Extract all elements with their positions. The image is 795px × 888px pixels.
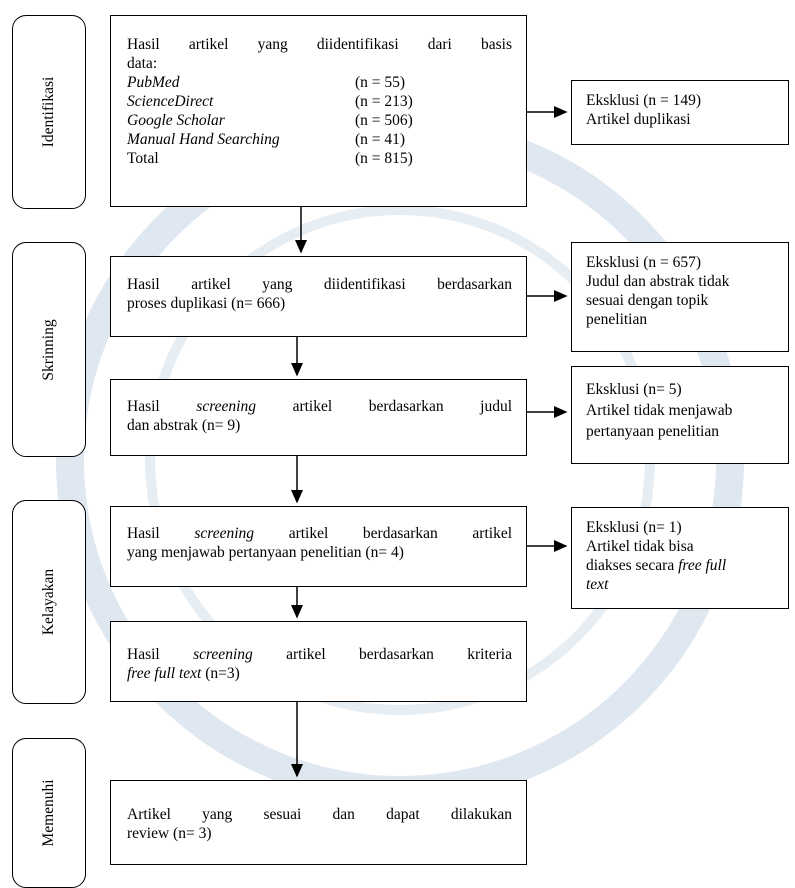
- exclusion-4-prefix: diakses secara: [586, 557, 675, 574]
- final-text-1: Artikel yang sesuai dan dapat dilakukan: [127, 806, 512, 823]
- eligibility-prefix: Hasil: [127, 525, 160, 542]
- identification-box: Hasil artikel yang diidentifikasi dari b…: [110, 15, 527, 207]
- dedup-box: Hasil artikel yang diidentifikasi berdas…: [110, 256, 527, 337]
- source-name: Manual Hand Searching: [127, 131, 280, 148]
- eligibility-text-1: Hasil screening artikel berdasarkan arti…: [127, 524, 512, 543]
- free-italic-2: free full text: [127, 665, 202, 682]
- source-row: Manual Hand Searching (n = 41): [127, 130, 512, 149]
- exclusion-4-reason: Artikel tidak bisa: [586, 538, 694, 555]
- stage-kelayakan-label: Kelayakan: [40, 568, 57, 636]
- total-count: (n = 815): [355, 150, 413, 167]
- exclusion-4-reason-3: text: [586, 575, 778, 594]
- stage-skrining-label: Skrinning: [40, 318, 57, 381]
- eligibility-box: Hasil screening artikel berdasarkan arti…: [110, 506, 527, 587]
- exclusion-3-reason-2: pertanyaan penelitian: [586, 423, 719, 440]
- exclusion-box-3: Eksklusi (n= 5) Artikel tidak menjawab p…: [571, 366, 789, 464]
- stage-identifikasi: Identifikasi: [12, 15, 86, 209]
- exclusion-box-2: Eksklusi (n = 657) Judul dan abstrak tid…: [571, 242, 789, 352]
- exclusion-4-italic: free full: [678, 557, 727, 574]
- source-name: PubMed: [127, 74, 180, 91]
- final-box: Artikel yang sesuai dan dapat dilakukan …: [110, 780, 527, 865]
- exclusion-1-reason: Artikel duplikasi: [586, 111, 691, 128]
- exclusion-box-1: Eksklusi (n = 149) Artikel duplikasi: [571, 80, 789, 145]
- screening-box: Hasil screening artikel berdasarkan judu…: [110, 379, 527, 456]
- exclusion-4-title: Eksklusi (n= 1): [586, 519, 682, 536]
- free-full-text-box: Hasil screening artikel berdasarkan krit…: [110, 621, 527, 702]
- identification-heading-2: data:: [127, 55, 158, 72]
- source-count: (n = 213): [355, 93, 413, 110]
- stage-skrining: Skrinning: [12, 242, 86, 457]
- screening-text-2: dan abstrak (n= 9): [127, 417, 241, 434]
- eligibility-text-2: yang menjawab pertanyaan penelitian (n= …: [127, 544, 404, 561]
- exclusion-1-title: Eksklusi (n = 149): [586, 92, 702, 109]
- screening-italic: screening: [196, 398, 256, 415]
- free-rest-2: (n=3): [205, 665, 240, 682]
- dedup-text-2: proses duplikasi (n= 666): [127, 295, 286, 312]
- exclusion-3-title: Eksklusi (n= 5): [586, 381, 682, 398]
- exclusion-4-reason-2: diakses secara free full: [586, 556, 778, 575]
- exclusion-2-reason: Judul dan abstrak tidak: [586, 273, 730, 290]
- total-label: Total: [127, 150, 159, 167]
- source-count: (n = 506): [355, 112, 413, 129]
- screening-prefix: Hasil: [127, 398, 160, 415]
- source-row: ScienceDirect (n = 213): [127, 92, 512, 111]
- identification-heading: Hasil artikel yang diidentifikasi dari b…: [127, 36, 512, 53]
- source-row: Google Scholar (n = 506): [127, 111, 512, 130]
- source-name: ScienceDirect: [127, 93, 214, 110]
- exclusion-2-reason-2: sesuai dengan topik: [586, 292, 709, 309]
- eligibility-italic: screening: [194, 525, 255, 542]
- free-rest: artikel berdasarkan kriteria: [286, 646, 512, 663]
- exclusion-2-title: Eksklusi (n = 657): [586, 254, 702, 271]
- source-count: (n = 41): [355, 131, 406, 148]
- source-row: PubMed (n = 55): [127, 73, 512, 92]
- free-prefix: Hasil: [127, 646, 160, 663]
- stage-identifikasi-label: Identifikasi: [40, 76, 57, 148]
- eligibility-rest: artikel berdasarkan artikel: [288, 525, 513, 542]
- stage-memenuhi: Memenuhi: [12, 738, 86, 888]
- screening-text-1: Hasil screening artikel berdasarkan judu…: [127, 397, 512, 416]
- source-name: Google Scholar: [127, 112, 225, 129]
- exclusion-2-reason-3: penelitian: [586, 311, 648, 328]
- final-text-2: review (n= 3): [127, 825, 212, 842]
- exclusion-box-4: Eksklusi (n= 1) Artikel tidak bisa diaks…: [571, 507, 789, 609]
- free-italic: screening: [193, 646, 253, 663]
- stage-memenuhi-label: Memenuhi: [40, 779, 57, 847]
- free-text-2: free full text (n=3): [127, 664, 512, 683]
- stage-kelayakan: Kelayakan: [12, 500, 86, 704]
- source-count: (n = 55): [355, 74, 406, 91]
- free-text-1: Hasil screening artikel berdasarkan krit…: [127, 645, 512, 664]
- screening-rest: artikel berdasarkan judul: [292, 398, 513, 415]
- total-row: Total (n = 815): [127, 149, 512, 168]
- exclusion-4-italic-2: text: [586, 576, 609, 593]
- exclusion-3-reason: Artikel tidak menjawab: [586, 402, 733, 419]
- dedup-text-1: Hasil artikel yang diidentifikasi berdas…: [127, 276, 512, 293]
